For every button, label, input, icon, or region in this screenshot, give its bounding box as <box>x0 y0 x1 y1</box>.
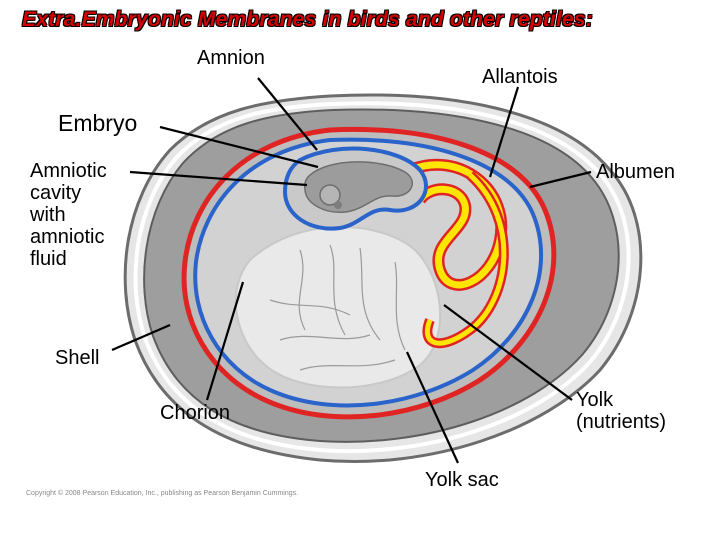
leader-lines <box>111 77 592 464</box>
label-amniotic-line-3: with <box>30 204 66 226</box>
copyright-notice: Copyright © 2008 Pearson Education, Inc.… <box>26 490 299 497</box>
label-yolk-line-2: (nutrients) <box>576 411 667 433</box>
label-amniotic-cavity: Amniotic cavity with amniotic fluid <box>30 160 107 270</box>
label-chorion: Chorion <box>160 402 231 424</box>
allantois-membrane <box>407 158 509 349</box>
label-yolk-line-1: Yolk <box>576 389 614 411</box>
label-amnion: Amnion <box>197 47 265 69</box>
label-amniotic-line-4: amniotic <box>30 226 105 248</box>
label-shell: Shell <box>55 347 100 369</box>
label-amniotic-line-2: cavity <box>30 182 82 204</box>
diagram-title: Extra.Embryonic Membranes in birds and o… <box>22 8 593 31</box>
label-albumen: Albumen <box>596 161 675 183</box>
yolk <box>234 225 441 389</box>
label-allantois: Allantois <box>482 66 558 88</box>
label-yolk: Yolk (nutrients) <box>576 389 666 433</box>
label-amniotic-line-5: fluid <box>30 248 67 270</box>
embryo <box>304 161 413 213</box>
label-yolk-sac: Yolk sac <box>425 469 499 491</box>
label-amniotic-line-1: Amniotic <box>30 160 107 182</box>
label-embryo: Embryo <box>58 110 138 136</box>
